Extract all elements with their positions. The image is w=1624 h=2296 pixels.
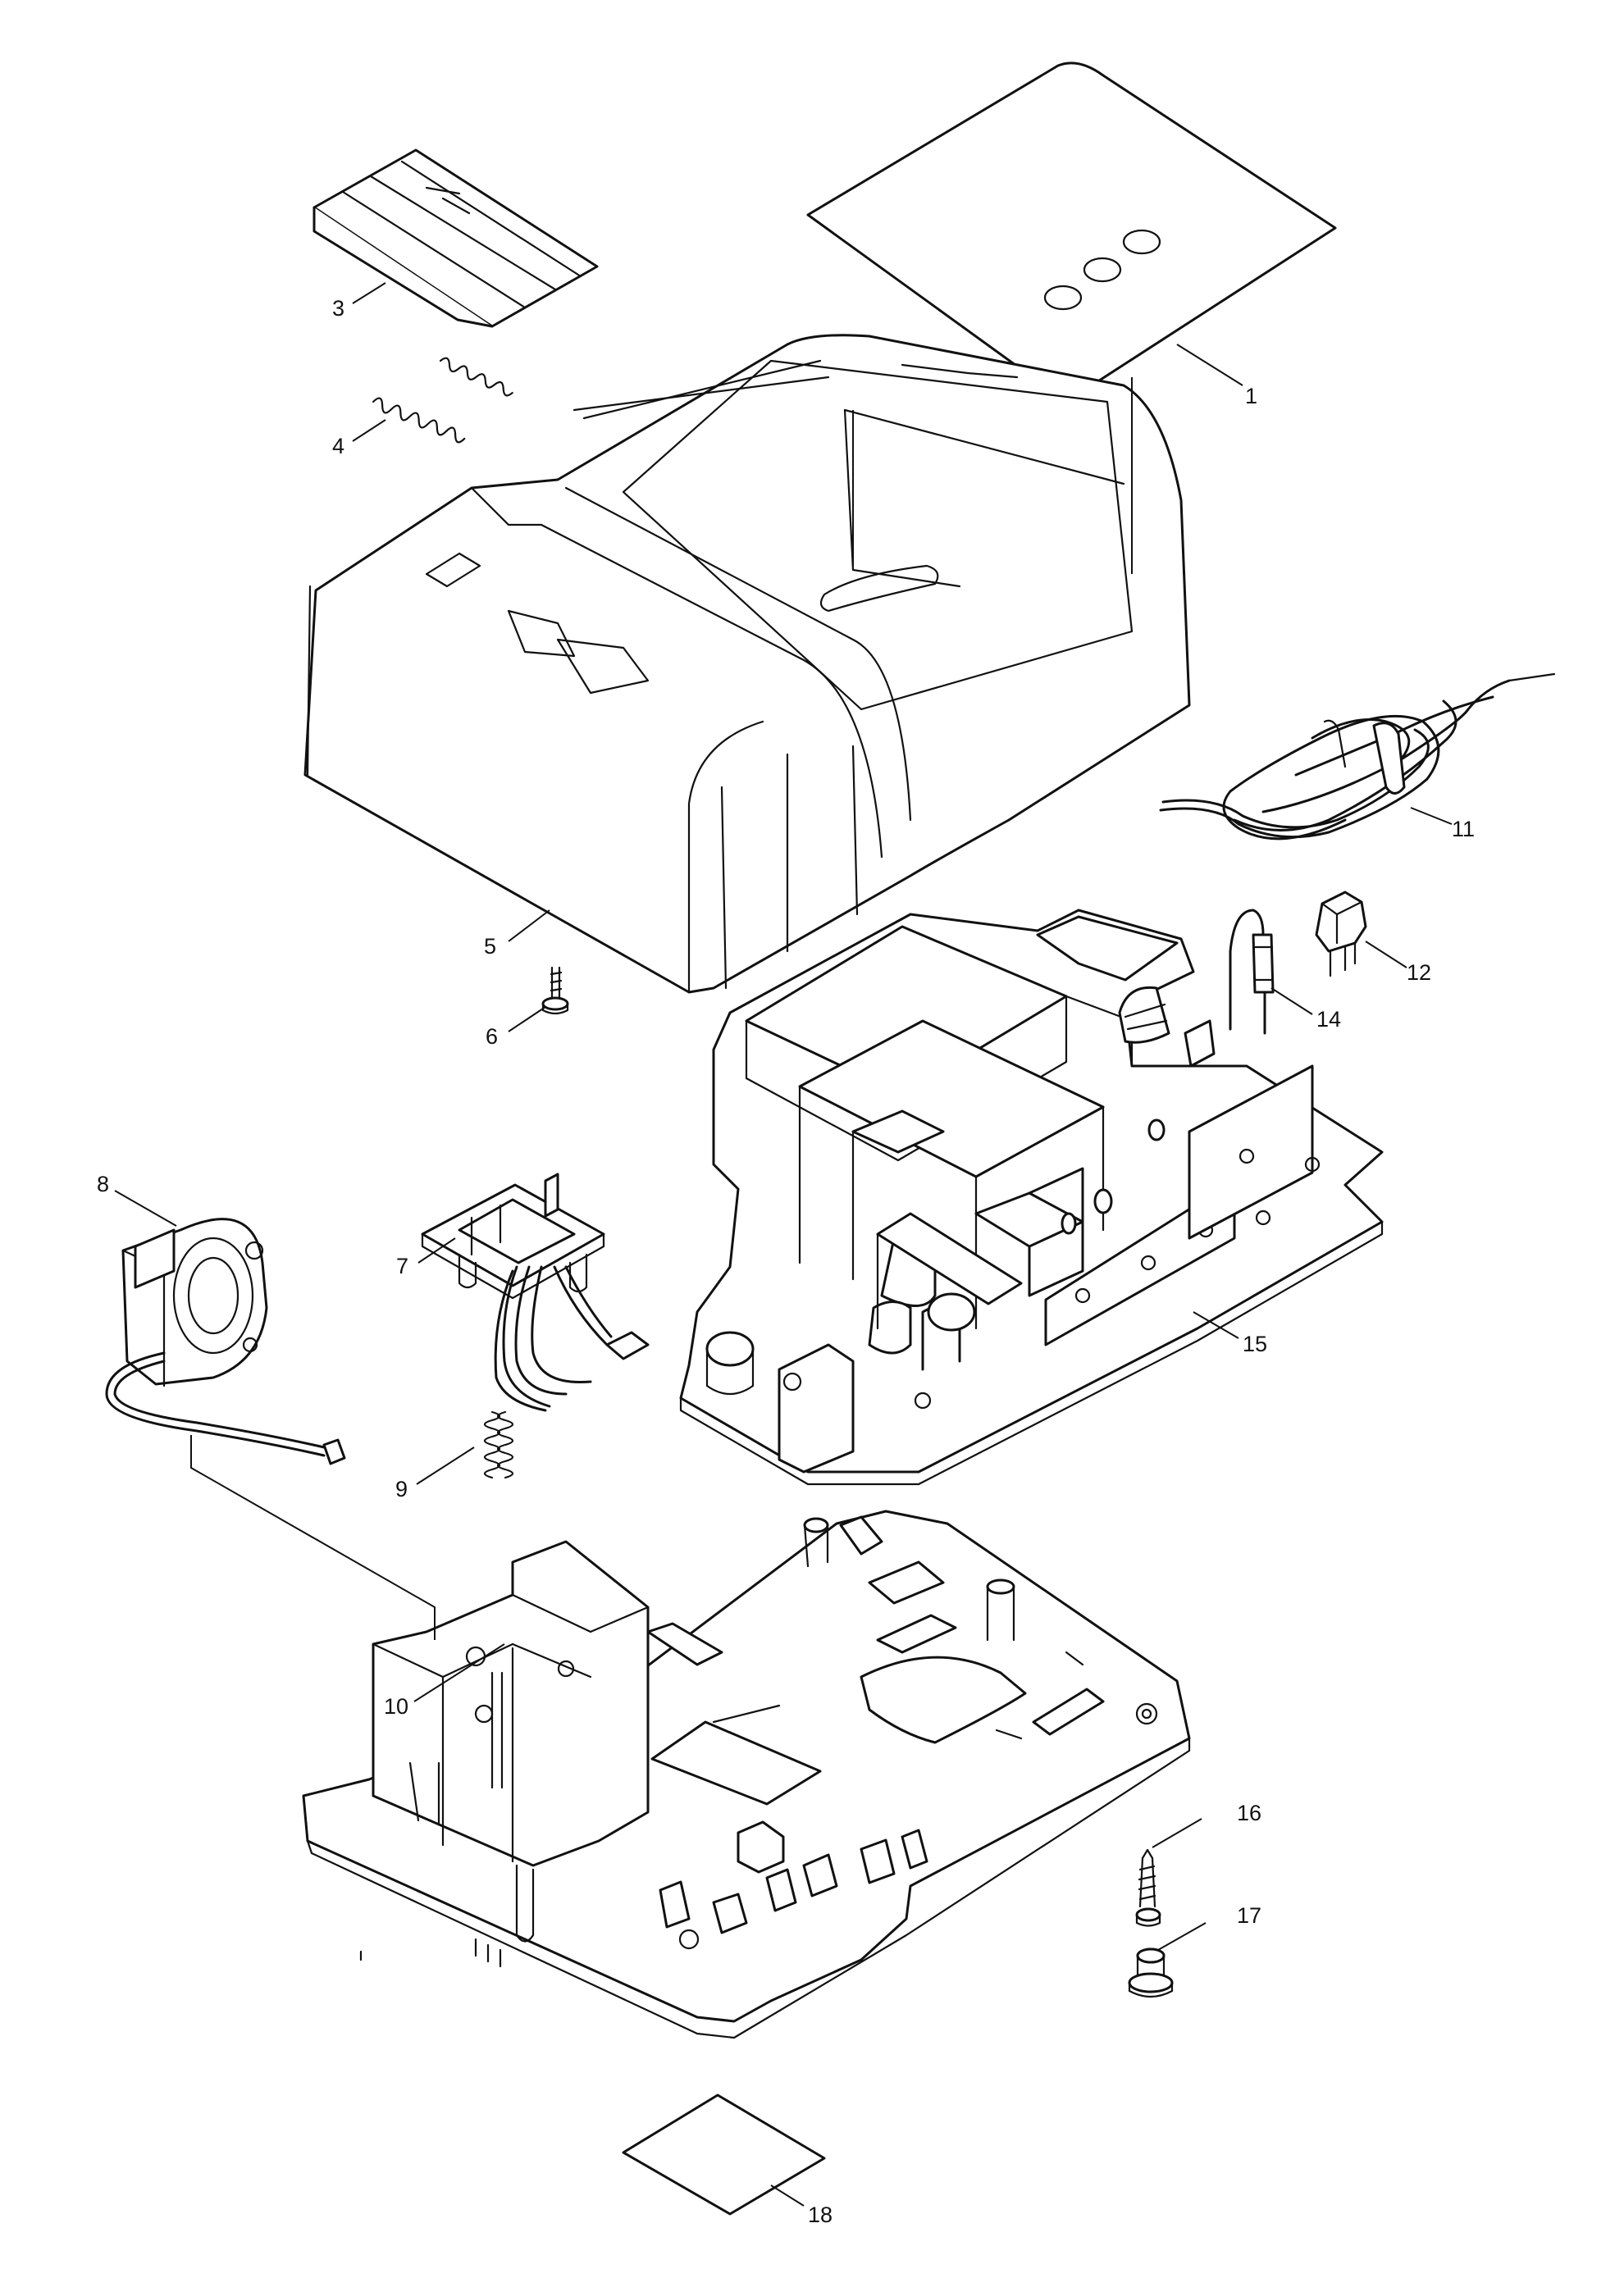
callout-1: 1 — [1245, 384, 1257, 408]
terminal-assembly-part-7 — [421, 1173, 650, 1412]
rubber-foot-part-17 — [1128, 1947, 1174, 1998]
spring-part-9 — [483, 1410, 514, 1479]
callout-9: 9 — [395, 1477, 408, 1501]
callout-11: 11 — [1452, 817, 1475, 841]
callout-8: 8 — [97, 1172, 109, 1196]
callout-16: 16 — [1237, 1801, 1261, 1825]
callout-15: 15 — [1243, 1332, 1267, 1356]
name-plate-part-18 — [622, 2093, 826, 2216]
callouts: 1 3 4 5 6 7 8 9 10 11 12 14 15 16 17 18 — [97, 296, 1475, 2227]
callout-3: 3 — [332, 296, 344, 321]
callout-14: 14 — [1316, 1007, 1341, 1032]
power-cord-part-11 — [1159, 672, 1556, 840]
callout-leaders — [114, 282, 1453, 2207]
callout-18: 18 — [808, 2203, 833, 2227]
callout-10: 10 — [384, 1694, 408, 1719]
callout-17: 17 — [1237, 1903, 1261, 1928]
charger-base-housing-part-10 — [302, 1510, 1191, 2039]
assembly-lines — [190, 377, 1133, 1640]
callout-12: 12 — [1407, 960, 1431, 985]
slide-cover-part-3 — [312, 148, 599, 328]
fuse-holder-part-12 — [1315, 891, 1367, 977]
spring-part-4 — [372, 357, 513, 444]
callout-5: 5 — [484, 934, 496, 959]
callout-4: 4 — [332, 434, 344, 458]
callout-7: 7 — [396, 1254, 408, 1278]
callout-6: 6 — [486, 1024, 498, 1049]
fan-motor-part-8 — [105, 1218, 346, 1465]
screw-part-16 — [1135, 1848, 1161, 1927]
fuse-part-14 — [1229, 909, 1275, 1035]
charger-top-housing-part-5 — [303, 334, 1191, 994]
circuit-board-part-15 — [679, 909, 1384, 1486]
label-sheet-part-1 — [806, 61, 1337, 403]
screw-part-6 — [541, 966, 569, 1015]
